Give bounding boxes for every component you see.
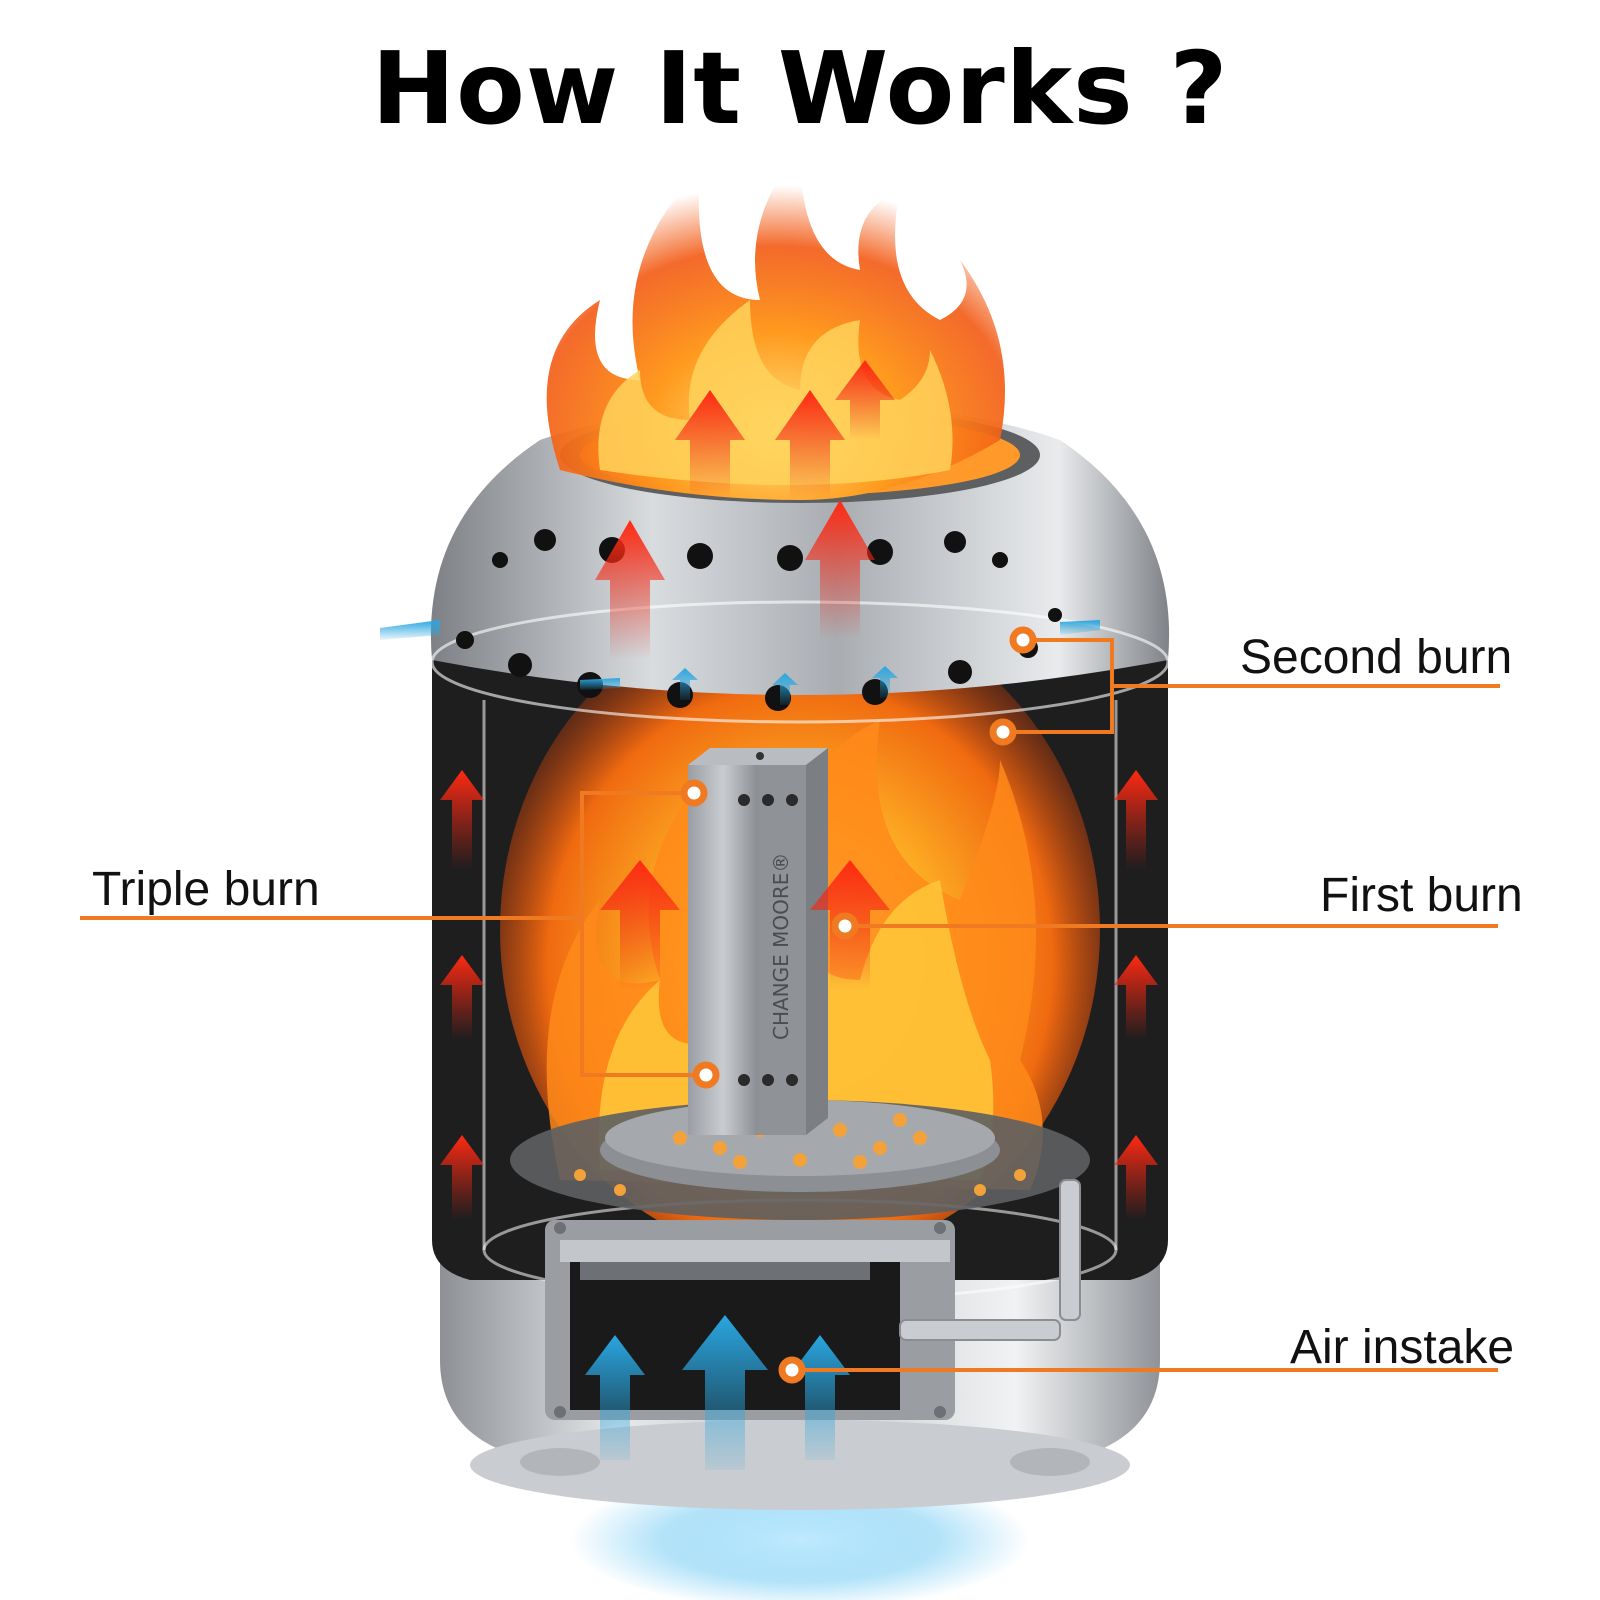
first-burn-label: First burn — [1320, 869, 1523, 922]
hot-air-arrows — [440, 360, 1158, 1220]
brand-text: CHANGE MOORE® — [769, 853, 793, 1040]
air-intake-label: Air instake — [1290, 1321, 1515, 1374]
triple-burn-dot-upper — [680, 779, 708, 807]
air-intake-dot — [778, 1356, 806, 1384]
center-tube: CHANGE MOORE® — [688, 748, 828, 1135]
callout-dots — [680, 626, 1037, 1384]
cold-air-arrows — [380, 620, 1100, 1470]
second-burn-dot-lower — [989, 718, 1017, 746]
callout-lines — [80, 638, 1500, 1372]
page-title: How It Works ? — [371, 30, 1229, 147]
triple-burn-dot-lower — [692, 1061, 720, 1089]
triple-burn-label: Triple burn — [92, 863, 320, 916]
second-burn-label: Second burn — [1240, 631, 1513, 684]
second-burn-dot-upper — [1009, 626, 1037, 654]
first-burn-dot — [831, 912, 859, 940]
side-handle — [899, 1179, 1081, 1341]
top-flames — [546, 150, 1005, 500]
